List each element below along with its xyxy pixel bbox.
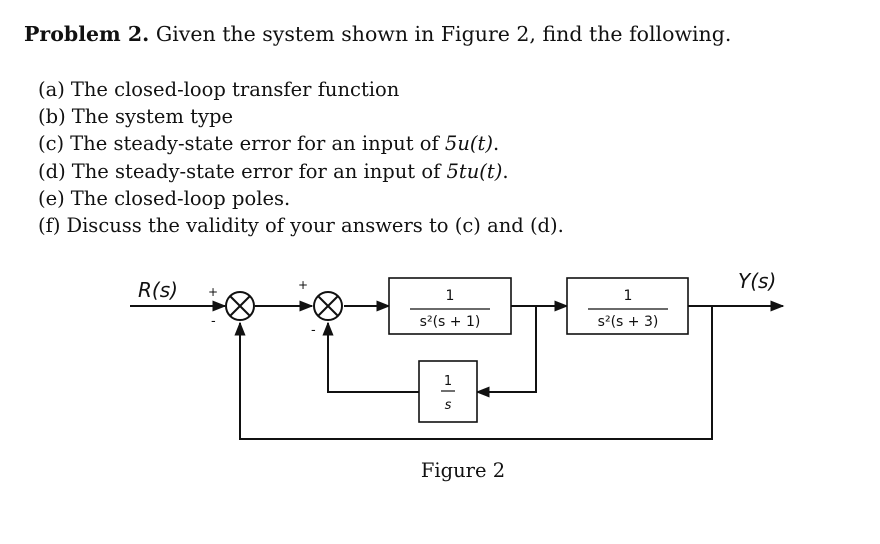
part-e: (e)The closed-loop poles. [38, 185, 564, 212]
part-b: (b)The system type [38, 103, 564, 130]
part-punct: . [502, 159, 509, 183]
part-d: (d)The steady-state error for an input o… [38, 158, 564, 185]
part-text: The closed-loop transfer function [70, 78, 400, 101]
part-c: (c)The steady-state error for an input o… [38, 130, 564, 157]
part-text: Discuss the validity of your answers to … [66, 214, 564, 238]
problem-label: Problem 2. [24, 22, 150, 46]
part-a: (a)The closed-loop transfer function [38, 76, 564, 103]
part-label: (d) [38, 159, 66, 183]
block-1-numerator: 1 [446, 288, 455, 304]
part-math: 5tu(t) [446, 159, 503, 183]
block-3-denominator: s [445, 398, 452, 413]
part-label: (b) [38, 105, 66, 129]
part-f: (f)Discuss the validity of your answers … [38, 212, 564, 239]
part-punct: . [492, 132, 500, 156]
summing-junction-1 [225, 291, 255, 321]
summing-junction-2 [313, 291, 343, 321]
problem-statement: Problem 2. Given the system shown in Fig… [24, 22, 731, 46]
block-2-denominator: s²(s + 3) [598, 314, 659, 330]
part-text: The steady-state error for an input of [70, 132, 445, 156]
inner-feedback-forward-line [475, 306, 537, 398]
sum2-plus-sign: + [298, 278, 308, 292]
block-2-numerator: 1 [624, 288, 633, 304]
problem-parts-list: (a)The closed-loop transfer function (b)… [38, 76, 564, 239]
figure-caption: Figure 2 [420, 459, 506, 482]
output-label: Y(s) [738, 269, 776, 293]
part-text: The steady-state error for an input of [71, 159, 447, 183]
block-2-frame [566, 277, 689, 335]
part-label: (f) [38, 214, 61, 238]
block-3-numerator: 1 [444, 374, 452, 389]
block-1-denominator: s²(s + 1) [420, 314, 481, 330]
problem-intro: Given the system shown in Figure 2, find… [155, 22, 732, 46]
block-1-frame [388, 277, 512, 335]
sum1-plus-sign: + [208, 285, 218, 299]
sum2-minus-sign: - [311, 323, 316, 338]
sum1-minus-sign: - [211, 314, 216, 329]
part-label: (c) [38, 132, 65, 156]
part-text: The closed-loop poles. [70, 186, 291, 210]
part-label: (a) [38, 78, 65, 101]
part-math: 5u(t) [444, 132, 493, 156]
input-label: R(s) [138, 278, 178, 302]
outer-feedback-line [234, 306, 713, 440]
part-text: The system type [71, 105, 233, 129]
inner-feedback-return-line [322, 321, 419, 393]
part-label: (e) [38, 186, 65, 210]
